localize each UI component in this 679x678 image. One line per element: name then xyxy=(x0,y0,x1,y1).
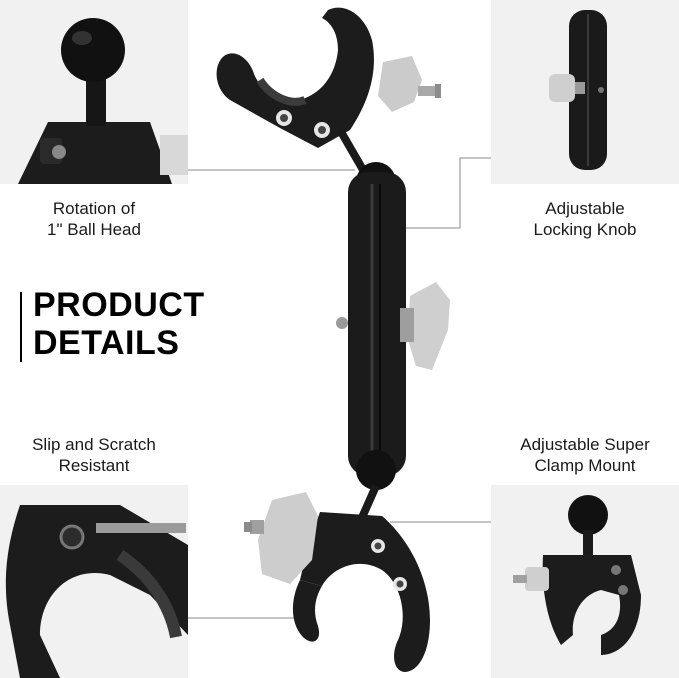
page-title-line: DETAILS xyxy=(33,324,180,362)
feature-caption-line: 1" Ball Head xyxy=(47,220,141,239)
super-clamp-detail-image xyxy=(491,485,679,678)
top-clamp xyxy=(216,7,441,149)
ball-head-detail-image xyxy=(0,0,188,184)
feature-caption-line: Locking Knob xyxy=(533,220,637,239)
feature-caption-locking-knob: Adjustable Locking Knob xyxy=(491,198,679,240)
heading-accent-bar xyxy=(20,292,22,362)
feature-caption-line: Adjustable Super xyxy=(520,435,650,454)
locking-knob-detail-image xyxy=(491,0,679,184)
feature-caption-line: Rotation of xyxy=(52,199,136,218)
feature-caption-super-clamp: Adjustable Super Clamp Mount xyxy=(491,434,679,476)
feature-caption-slip-resistant: Slip and Scratch Resistant xyxy=(0,434,188,476)
feature-caption-line: Resistant xyxy=(58,456,130,475)
feature-caption-line: Adjustable xyxy=(545,199,625,218)
clamp-grip-detail-image xyxy=(0,485,188,678)
feature-caption-line: Clamp Mount xyxy=(534,456,636,475)
page-title: PRODUCT DETAILS xyxy=(33,286,205,362)
extension-arm xyxy=(336,162,450,490)
feature-caption-line: Slip and Scratch xyxy=(32,435,156,454)
page-title-line: PRODUCT xyxy=(33,286,205,324)
bottom-clamp xyxy=(244,492,430,672)
feature-caption-ball-head: Rotation of 1" Ball Head xyxy=(0,198,188,240)
